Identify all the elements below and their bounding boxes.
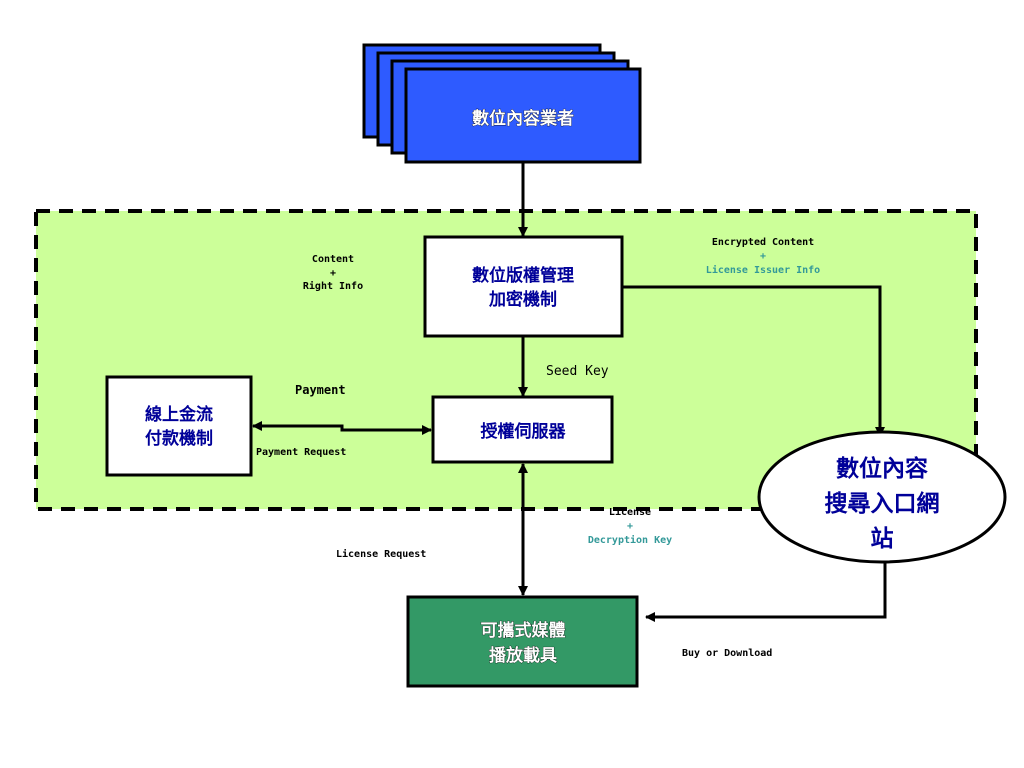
license-label-line2: Decryption Key	[588, 534, 672, 546]
content-portal-label-line2: 搜尋入口網	[825, 490, 940, 517]
encrypted-content-line2: License Issuer Info	[706, 264, 820, 276]
content-provider-label: 數位內容業者	[472, 108, 574, 129]
drm-encryption-box	[423, 235, 624, 338]
encrypted-content-line1: Encrypted Content	[712, 237, 814, 248]
drm-encryption-label-line2: 加密機制	[488, 289, 557, 310]
content-right-info-line2: Right Info	[303, 280, 363, 292]
online-payment-label-line2: 付款機制	[145, 428, 213, 449]
content-portal-label-line3: 站	[871, 525, 894, 552]
portable-player-label-line1: 可攜式媒體	[481, 620, 566, 641]
online-payment-box	[105, 375, 253, 477]
license-server-box	[431, 395, 614, 464]
license-request-label: License Request	[336, 548, 426, 560]
drm-encryption-label-line1: 數位版權管理	[472, 265, 574, 286]
content-right-info-line1: Content	[312, 254, 354, 265]
license-label-plus: +	[627, 521, 633, 532]
seed-key-label: Seed Key	[546, 364, 609, 379]
payment-label: Payment	[295, 383, 346, 397]
license-server-label: 授權伺服器	[481, 421, 567, 442]
online-payment-label-line1: 線上金流	[145, 404, 213, 425]
arrow-portal-to-player	[645, 557, 887, 622]
portable-player-label-line2: 播放載具	[489, 645, 557, 666]
arrow-drm-to-portal	[622, 285, 885, 437]
license-label-line1: License	[609, 506, 651, 518]
content-provider-stack: 數位內容業者	[362, 43, 642, 164]
payment-request-label: Payment Request	[256, 447, 346, 458]
buy-or-download-label: Buy or Download	[682, 648, 772, 659]
content-right-info-plus: +	[330, 268, 336, 279]
portable-player-box	[406, 595, 639, 688]
content-portal-label-line1: 數位內容	[836, 455, 928, 482]
content-portal-ellipse	[757, 430, 1007, 564]
encrypted-content-plus: +	[760, 251, 766, 262]
arrow-payment-license-server	[252, 421, 432, 435]
